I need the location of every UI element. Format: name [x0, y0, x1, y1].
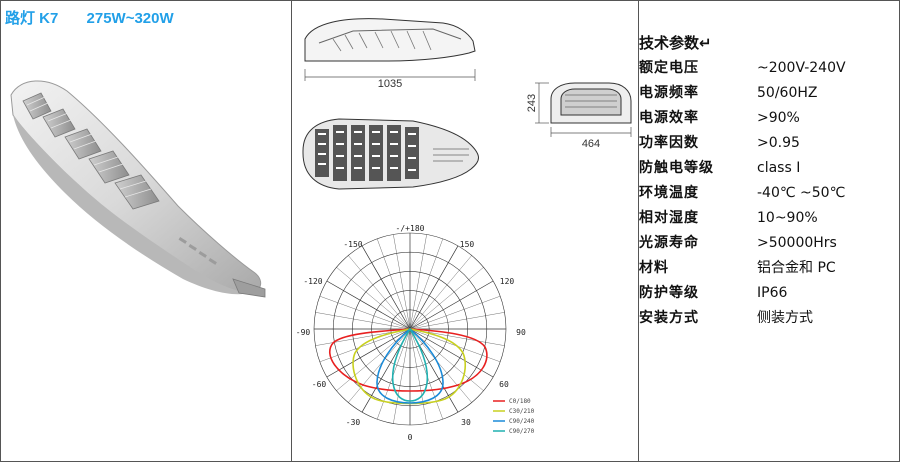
- polar-grid-spoke: [326, 328, 411, 378]
- spec-row: 电源效率 >90%: [639, 106, 897, 131]
- spec-row: 额定电压 ~200V-240V: [639, 56, 897, 81]
- spec-key: 防触电等级: [639, 160, 714, 176]
- light-distribution-curve: [391, 327, 429, 402]
- angle-label-minus-90: -90: [296, 328, 311, 337]
- polar-grid-spoke: [409, 280, 494, 330]
- angle-label-minus-30: -30: [346, 418, 361, 427]
- spec-value: >0.95: [757, 135, 800, 151]
- polar-legend: C0/180 C30/210 C90/240 C90/270: [493, 398, 535, 435]
- polar-grid-spoke: [409, 328, 484, 391]
- height-dimension: 243: [526, 94, 538, 112]
- product-title: 路灯 K7 275W~320W: [5, 7, 174, 28]
- angle-label-30: 30: [461, 418, 471, 427]
- angle-label-180: -/+180: [396, 224, 425, 233]
- angle-label-90: 90: [516, 328, 526, 337]
- polar-grid-spoke: [409, 245, 459, 330]
- spec-row: 材料 铝合金和 PC: [639, 256, 897, 281]
- spec-row: 相对湿度 10~90%: [639, 206, 897, 231]
- polar-grid-spoke: [315, 312, 411, 330]
- angle-label-minus-150: -150: [343, 240, 362, 249]
- product-name: 路灯 K7: [5, 10, 59, 27]
- angle-label-minus-120: -120: [303, 277, 322, 286]
- spec-row: 防护等级 IP66: [639, 281, 897, 306]
- angle-label-60: 60: [499, 380, 509, 389]
- angle-label-150: 150: [460, 240, 475, 249]
- polar-grid-spoke: [409, 312, 505, 330]
- angle-label-120: 120: [500, 277, 515, 286]
- polar-grid-spoke: [319, 328, 411, 362]
- polar-grid-spoke: [409, 238, 443, 330]
- spec-value: >50000Hrs: [757, 235, 837, 251]
- spec-table: 技术参数↵ 额定电压 ~200V-240V 电源频率 50/60HZ 电源效率 >90% 功…: [639, 31, 897, 331]
- polar-grid-spoke: [393, 234, 411, 330]
- angle-label-minus-60: -60: [312, 380, 327, 389]
- polar-light-distribution: -/+180 -150 150 -120 120 -90 90 -60 60 -…: [296, 224, 535, 442]
- polar-grid-spoke: [409, 328, 427, 424]
- spec-value: >90%: [757, 110, 800, 126]
- spec-row: 安装方式 侧装方式: [639, 306, 897, 331]
- spec-heading: 技术参数↵: [639, 34, 712, 52]
- column-divider: [638, 1, 639, 461]
- light-distribution-curve: [376, 327, 444, 404]
- spec-value: class I: [757, 160, 801, 176]
- legend-label: C0/180: [509, 398, 531, 405]
- polar-grid-spoke: [336, 328, 411, 391]
- width-dimension: 464: [582, 138, 600, 150]
- spec-key: 材料: [639, 260, 669, 276]
- spec-key: 环境温度: [639, 185, 699, 201]
- column-divider: [291, 1, 292, 461]
- polar-grid-spoke: [361, 245, 411, 330]
- polar-grid-spoke: [377, 238, 411, 330]
- bottom-view-drawing: [302, 118, 479, 190]
- spec-value: 50/60HZ: [757, 85, 818, 101]
- end-view-drawing: [535, 82, 632, 137]
- polar-grid-spoke: [326, 280, 411, 330]
- spec-row: 光源寿命 >50000Hrs: [639, 231, 897, 256]
- product-power: 275W~320W: [86, 10, 174, 27]
- spec-key: 电源频率: [639, 85, 699, 101]
- legend-label: C30/210: [509, 408, 535, 415]
- spec-key: 功率因数: [639, 135, 699, 151]
- polar-grid-spoke: [409, 234, 427, 330]
- spec-key: 防护等级: [639, 285, 699, 301]
- spec-value: 侧装方式: [757, 310, 813, 326]
- spec-value: -40℃ ~50℃: [757, 185, 846, 201]
- polar-grid-spoke: [409, 328, 472, 403]
- polar-grid-spoke: [409, 267, 484, 330]
- spec-key: 安装方式: [639, 310, 699, 326]
- polar-grid-spoke: [409, 296, 501, 330]
- side-view-drawing: [304, 18, 476, 81]
- polar-grid-spoke: [409, 328, 494, 378]
- spec-key: 相对湿度: [639, 210, 699, 226]
- spec-value: 铝合金和 PC: [757, 260, 836, 276]
- legend-label: C90/270: [509, 428, 535, 435]
- spec-row: 电源频率 50/60HZ: [639, 81, 897, 106]
- spec-value: 10~90%: [757, 210, 818, 226]
- polar-grid-spoke: [409, 255, 472, 330]
- spec-value: ~200V-240V: [757, 60, 846, 76]
- spec-value: IP66: [757, 285, 788, 301]
- angle-label-0: 0: [408, 433, 413, 442]
- spec-key: 电源效率: [639, 110, 699, 126]
- length-dimension: 1035: [378, 78, 402, 90]
- spec-key: 光源寿命: [639, 235, 699, 251]
- light-distribution-curve: [328, 328, 488, 392]
- light-distribution-curve: [352, 328, 467, 405]
- polar-grid-spoke: [348, 328, 411, 403]
- spec-row: 环境温度 -40℃ ~50℃: [639, 181, 897, 206]
- spec-row: 功率因数 >0.95: [639, 131, 897, 156]
- spec-key: 额定电压: [639, 60, 699, 76]
- legend-label: C90/240: [509, 418, 535, 425]
- spec-row: 防触电等级 class I: [639, 156, 897, 181]
- technical-drawings: 1035: [296, 18, 632, 442]
- polar-grid-spoke: [348, 255, 411, 330]
- polar-grid-spoke: [393, 328, 411, 424]
- polar-grid-spoke: [319, 296, 411, 330]
- polar-grid-spoke: [336, 267, 411, 330]
- street-light-image: [10, 80, 266, 298]
